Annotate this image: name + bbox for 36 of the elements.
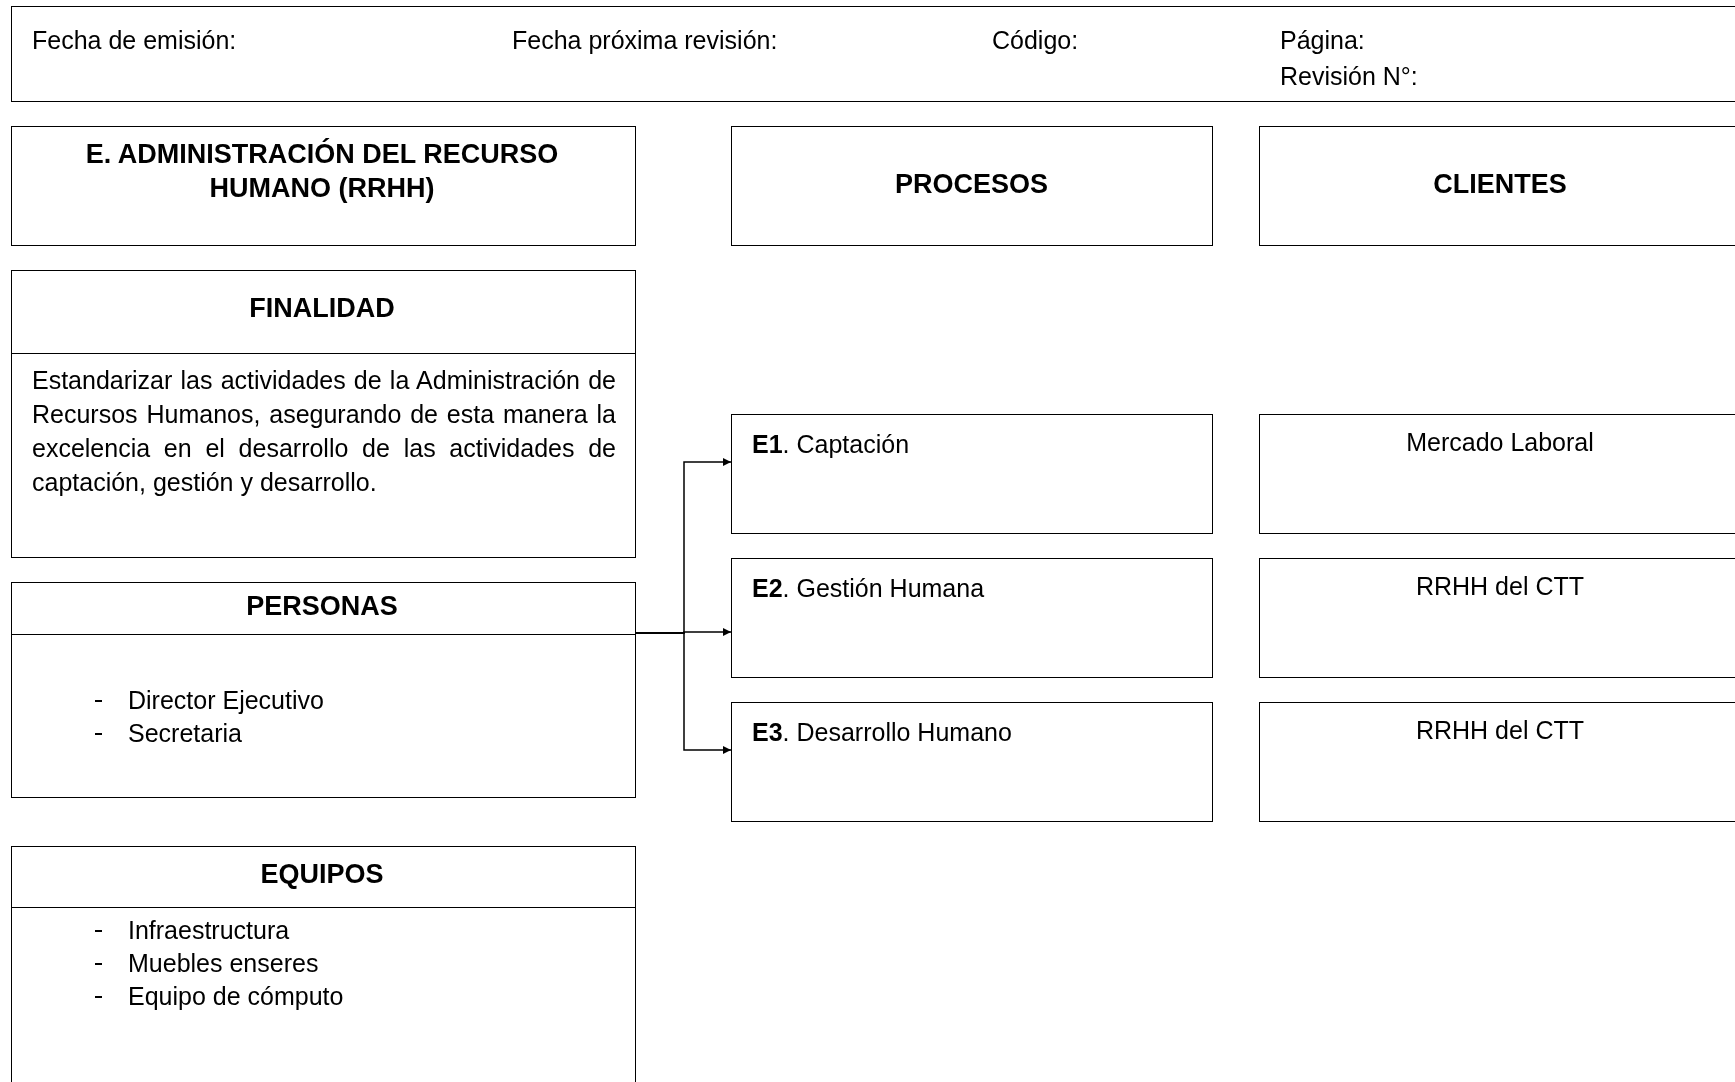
process-box	[1259, 702, 1735, 822]
process-box	[731, 558, 1213, 678]
list-item: Infraestructura	[128, 915, 291, 946]
process-box	[1259, 126, 1735, 246]
section-heading: E. ADMINISTRACIÓN DEL RECURSO HUMANO (RRHH)	[84, 137, 560, 205]
box-label: E3. Desarrollo Humano	[752, 717, 1013, 748]
section-panel	[11, 846, 636, 1082]
section-panel	[11, 270, 636, 558]
list-item: Equipo de cómputo	[128, 981, 345, 1012]
process-box	[731, 414, 1213, 534]
box-label: E1. Captación	[752, 429, 911, 460]
section-heading: FINALIDAD	[248, 292, 396, 325]
list-item: Director Ejecutivo	[128, 685, 325, 716]
section-heading: PERSONAS	[245, 590, 399, 623]
section-panel	[11, 582, 636, 798]
document-header-box	[11, 6, 1735, 102]
list-item: Secretaria	[128, 718, 243, 749]
form-field-label: Revisión N°:	[1280, 61, 1419, 92]
box-label: RRHH del CTT	[1414, 571, 1586, 602]
process-box	[731, 702, 1213, 822]
form-field-label: Fecha de emisión:	[32, 25, 238, 56]
box-label: E2. Gestión Humana	[752, 573, 986, 604]
section-heading: CLIENTES	[1432, 168, 1568, 201]
process-box	[731, 126, 1213, 246]
process-box	[11, 126, 636, 246]
form-field-label: Código:	[992, 25, 1080, 56]
form-field-label: Página:	[1280, 25, 1366, 56]
section-heading: EQUIPOS	[259, 858, 385, 891]
process-box	[1259, 558, 1735, 678]
box-label: RRHH del CTT	[1414, 715, 1586, 746]
description-text: Estandarizar las actividades de la Administración de Recursos Humanos, asegurando de esta manera la excelencia en el desarrollo de las actividades de captación, gestión y desarrollo.	[32, 365, 616, 498]
box-label: Mercado Laboral	[1405, 427, 1595, 458]
process-box	[1259, 414, 1735, 534]
list-item: Muebles enseres	[128, 948, 320, 979]
connector-arrow	[635, 632, 732, 754]
section-heading: PROCESOS	[893, 168, 1049, 201]
